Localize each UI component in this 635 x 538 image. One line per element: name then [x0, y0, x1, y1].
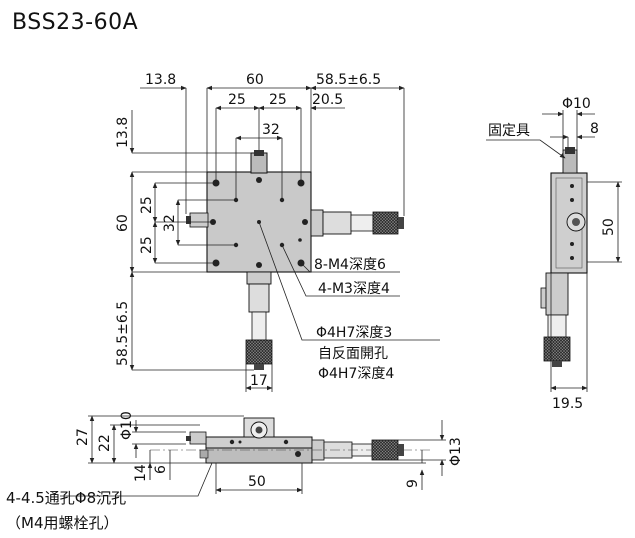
micrometer-y-thimble — [245, 339, 273, 365]
front-left-stub — [199, 449, 209, 459]
side-dim-w19-5: 19.5 — [552, 396, 583, 412]
front-dim-h6: 6 — [153, 465, 169, 474]
callout-phi-h7-a: Φ4H7深度3 — [316, 325, 392, 341]
dim-top-offset: 13.8 — [115, 117, 131, 148]
front-dim-h27: 27 — [75, 428, 91, 446]
front-callout-bolt-hole: （M4用螺栓孔） — [6, 514, 119, 532]
callout-m4: 8-M4深度6 — [314, 257, 386, 273]
dim-hole-pitch-b: 25 — [269, 92, 287, 108]
front-view: 27 22 Φ10 14 6 50 Φ13 9 4-4.5通孔Φ8沉孔 （M4用… — [6, 411, 464, 532]
side-dim-phi10: Φ10 — [562, 96, 591, 112]
side-dim-w8: 8 — [590, 121, 599, 137]
callout-m3: 4-M3深度4 — [318, 281, 390, 297]
front-micrometer-ratchet — [398, 444, 404, 456]
side-micrometer-holder — [545, 272, 569, 316]
dim-travel-x: 58.5±6.5 — [316, 72, 381, 88]
front-left-knob-tip — [186, 436, 191, 441]
dim-micrometer-width: 17 — [250, 373, 268, 389]
callout-phi-h7-b: Φ4H7深度4 — [318, 366, 394, 382]
side-fixture-label: 固定具 — [488, 123, 530, 139]
micrometer-x-holder — [310, 209, 324, 237]
front-dim-phi13: Φ13 — [448, 437, 464, 466]
dim-width: 60 — [246, 72, 264, 88]
dim-vert-pitch-a: 25 — [139, 196, 155, 214]
fixture-cap — [254, 150, 264, 156]
side-adjust-center — [572, 218, 580, 226]
micrometer-x-sleeve — [322, 211, 352, 235]
micrometer-y-sleeve — [248, 283, 270, 313]
dim-left-offset: 13.8 — [145, 72, 176, 88]
front-dim-h14: 14 — [133, 464, 149, 482]
drawing-title: BSS23-60A — [12, 10, 139, 35]
micrometer-y-holder — [246, 271, 272, 285]
micrometer-y-ratchet — [254, 364, 264, 370]
micrometer-y-barrel — [251, 311, 267, 341]
dim-height: 60 — [115, 214, 131, 232]
side-lock-tip — [186, 216, 191, 224]
callout-reverse: 自反面開孔 — [318, 346, 388, 362]
dim-travel-y: 58.5±6.5 — [115, 301, 131, 366]
dim-right-gap: 20.5 — [312, 92, 343, 108]
side-micrometer-thimble — [543, 336, 571, 362]
front-dim-w50: 50 — [248, 474, 266, 490]
dim-vert-pitch-b: 25 — [139, 236, 155, 254]
side-lock — [189, 212, 209, 228]
dim-hole-pitch-a: 25 — [228, 92, 246, 108]
side-dim-h50: 50 — [601, 218, 617, 236]
dim-vert-center: 32 — [162, 214, 178, 232]
side-fixture-cap — [565, 147, 575, 154]
dim-center-pitch: 32 — [262, 122, 280, 138]
front-dim-phi10: Φ10 — [119, 411, 135, 440]
front-left-knob — [189, 431, 207, 445]
front-fixture-center — [255, 426, 263, 434]
micrometer-x-thimble — [372, 211, 399, 235]
front-top-plate — [205, 436, 313, 449]
front-dim-h9: 9 — [405, 479, 421, 488]
side-view: Φ10 8 固定具 50 19.5 — [486, 96, 622, 412]
front-dim-h22: 22 — [97, 434, 113, 452]
top-view: 13.8 60 58.5±6.5 25 25 20.5 32 13.8 60 5… — [115, 72, 440, 392]
front-callout-through-hole: 4-4.5通孔Φ8沉孔 — [6, 489, 126, 507]
micrometer-x-ratchet — [398, 217, 404, 229]
micrometer-x-barrel — [350, 214, 374, 232]
side-micrometer-ratchet — [552, 361, 562, 367]
